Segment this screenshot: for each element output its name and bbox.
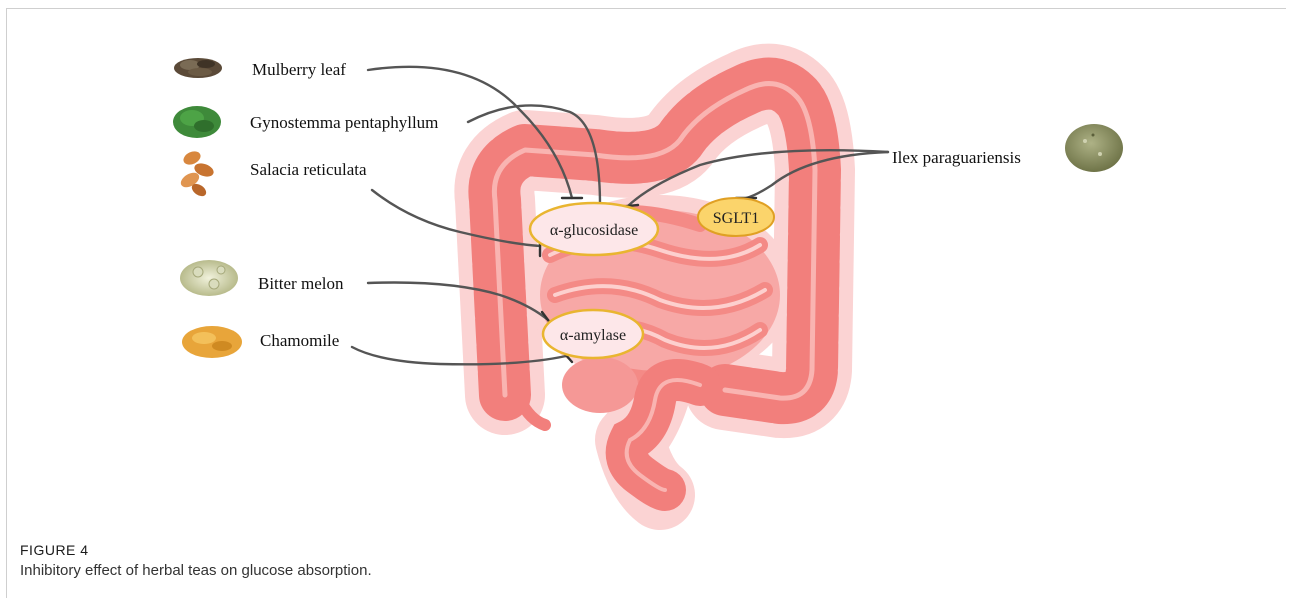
gynostemma-pile-icon	[173, 106, 221, 138]
chamomile-flowers-icon	[182, 326, 242, 358]
herb-label-bitter-melon: Bitter melon	[258, 274, 344, 293]
sglt1-oval: SGLT1	[698, 198, 774, 236]
sglt1-label: SGLT1	[713, 210, 760, 227]
alpha-glucosidase-oval: α-glucosidase	[530, 203, 658, 255]
herb-label-mulberry-leaf: Mulberry leaf	[252, 60, 346, 79]
salacia-root-icon	[178, 149, 215, 199]
bitter-melon-slices-icon	[180, 260, 238, 296]
glucose-absorption-diagram: α-glucosidase SGLT1 α-amylase Mulberry l…	[0, 0, 1290, 540]
intestine-illustration	[494, 84, 815, 495]
herb-label-ilex-paraguariensis: Ilex paraguariensis	[892, 148, 1021, 167]
figure-number: FIGURE 4	[20, 542, 372, 558]
rectum	[627, 380, 700, 490]
figure-caption-text: Inhibitory effect of herbal teas on gluc…	[20, 562, 372, 579]
yerba-mate-pile-icon	[1065, 124, 1123, 172]
alpha-amylase-oval: α-amylase	[543, 310, 643, 358]
mulberry-leaf-pile-icon	[174, 58, 222, 78]
alpha-amylase-label: α-amylase	[560, 327, 626, 344]
herb-label-gynostemma: Gynostemma pentaphyllum	[250, 113, 438, 132]
alpha-glucosidase-label: α-glucosidase	[550, 222, 638, 239]
figure-caption: FIGURE 4 Inhibitory effect of herbal tea…	[20, 542, 372, 579]
herb-label-salacia: Salacia reticulata	[250, 160, 367, 179]
herb-label-chamomile: Chamomile	[260, 331, 339, 350]
